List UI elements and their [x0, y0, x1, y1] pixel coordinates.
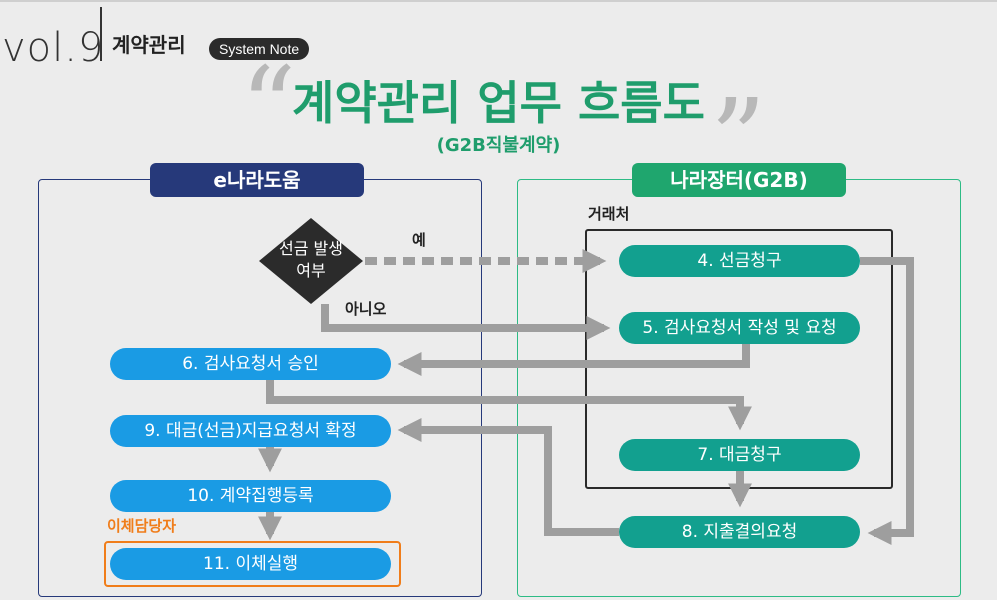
header-divider — [100, 7, 102, 61]
arrow-8-to-9 — [397, 418, 619, 536]
enara-panel-header: e나라도움 — [150, 163, 364, 197]
arrow-6-to-7 — [266, 380, 752, 431]
decision-diamond — [259, 218, 363, 304]
page-title: 계약관리 업무 흐름도 — [292, 76, 705, 130]
node-payment-claim: 7. 대금청구 — [619, 439, 860, 471]
arrow-no-to-5 — [321, 304, 611, 340]
payment-manager-label: 이체담당자 — [107, 517, 177, 535]
vendor-group-label: 거래처 — [588, 205, 630, 223]
node-transfer-execution: 11. 이체실행 — [110, 548, 391, 580]
decision-yes-label: 예 — [412, 231, 426, 249]
open-quote-icon: “ — [240, 43, 297, 171]
page-subtitle: (G2B직불계약) — [436, 135, 561, 156]
decision-no-label: 아니오 — [345, 300, 387, 318]
node-expenditure-request: 8. 지출결의요청 — [619, 516, 860, 548]
node-contract-execution: 10. 계약집행등록 — [110, 480, 391, 512]
node-payment-request-confirm: 9. 대금(선금)지급요청서 확정 — [110, 415, 391, 447]
arrow-5-to-6 — [397, 344, 750, 376]
node-advance-claim: 4. 선금청구 — [619, 245, 860, 277]
node-inspection-approval: 6. 검사요청서 승인 — [110, 348, 391, 380]
arrow-4-to-8 — [860, 257, 914, 545]
volume-number: vol.9 — [2, 25, 105, 71]
payment-manager-box — [104, 541, 401, 587]
node-inspection-request: 5. 검사요청서 작성 및 요청 — [619, 312, 860, 344]
g2b-panel-header: 나라장터(G2B) — [632, 163, 846, 197]
top-rule — [0, 0, 997, 2]
system-note-badge: System Note — [209, 38, 310, 60]
series-title: 계약관리 — [112, 33, 186, 57]
